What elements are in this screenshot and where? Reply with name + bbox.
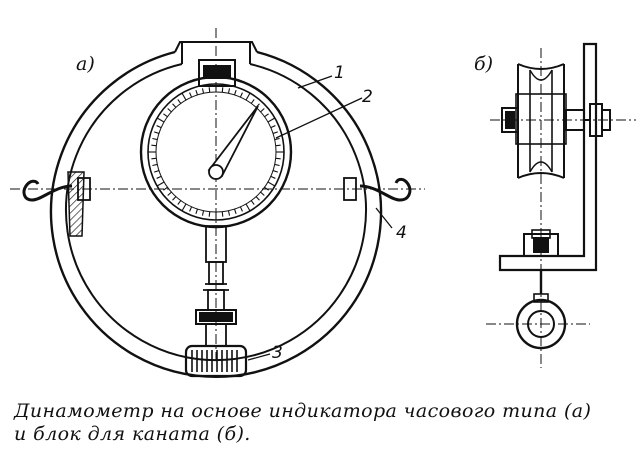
dial-tick [245, 92, 251, 101]
eye-ring [515, 293, 567, 350]
l-bracket [498, 42, 598, 272]
dial-tick [250, 99, 255, 104]
panel-b-label: б) [474, 53, 493, 75]
dial-ticks [148, 84, 284, 220]
top-mount-block [198, 59, 236, 87]
dial-tick [274, 137, 280, 141]
dial-tick [172, 196, 177, 201]
knurled-screw [184, 323, 248, 378]
dial-tick [156, 175, 162, 179]
dial-tick [189, 206, 193, 212]
dial-tick [208, 87, 211, 93]
callout-3: 3 [272, 343, 283, 363]
dial-tick [201, 210, 205, 216]
axle-bolt [501, 103, 611, 137]
dial-tick [152, 137, 158, 141]
dial-tick [270, 125, 276, 129]
dial-tick [275, 157, 281, 160]
callout-1: 1 [334, 63, 345, 83]
callout-4: 4 [396, 223, 407, 243]
dial-tick [234, 208, 237, 214]
dial-tick [275, 144, 281, 147]
indicator-stem [203, 225, 229, 311]
dial-tick [195, 208, 198, 214]
pulley-wheel [515, 63, 567, 179]
dial-tick [227, 210, 231, 216]
dial-tick [260, 108, 265, 113]
dial-tick [239, 206, 243, 212]
dial-tick [181, 203, 187, 212]
dial-tick [267, 181, 276, 187]
dial-tick [156, 125, 162, 129]
dial-tick [260, 191, 265, 196]
dial-indicator [139, 75, 293, 229]
panel-a-label: а) [76, 53, 95, 75]
dial-tick [267, 117, 276, 123]
figure-caption: Динамометр на основе индикатора часового… [14, 400, 634, 446]
dial-tick [208, 211, 211, 217]
dial-tick [151, 157, 157, 160]
knurl-lines [191, 350, 238, 372]
dial-tick [172, 103, 177, 108]
dial-tick [239, 92, 243, 98]
dial-tick [151, 144, 157, 147]
dial-tick [274, 163, 280, 167]
dynamometer-view [10, 28, 425, 379]
dial-tick [163, 113, 168, 118]
dial-tick [270, 175, 276, 179]
dial-tick [167, 108, 172, 113]
dial-tick [195, 90, 198, 96]
caption-line-2: и блок для каната (б). [14, 423, 251, 445]
dial-tick [154, 131, 160, 134]
centerlines-b [486, 48, 636, 368]
leader-lines [247, 75, 393, 361]
callout-2: 2 [362, 87, 373, 107]
dial-tick [221, 211, 224, 217]
hatched-section [67, 171, 85, 237]
dial-tick [163, 186, 168, 191]
dial-tick [272, 170, 278, 173]
technical-drawing: а) 1 2 3 4 [10, 28, 636, 379]
lower-nut [195, 309, 237, 325]
dial-tick [221, 87, 224, 93]
rope-block-view [486, 42, 636, 368]
dial-tick [177, 200, 182, 205]
dial-tick [152, 163, 158, 167]
caption-line-1: Динамометр на основе индикатора часового… [14, 400, 592, 422]
dial-tick [177, 99, 182, 104]
dial-tick [272, 131, 278, 134]
bracket-bolt [523, 229, 559, 294]
dial-tick [156, 181, 165, 187]
dial-tick [264, 186, 269, 191]
dial-tick [181, 92, 187, 101]
dial-tick [156, 117, 165, 123]
dial-tick [234, 90, 237, 96]
dial-tick [250, 200, 255, 205]
dial-tick [167, 191, 172, 196]
dial-tick [154, 170, 160, 173]
side-lugs [77, 177, 357, 201]
right-hook [359, 177, 412, 202]
left-hook [22, 179, 73, 202]
dial-tick [264, 113, 269, 118]
dial-tick [245, 203, 251, 212]
dial-tick [201, 88, 205, 94]
dial-tick [255, 196, 260, 201]
dial-tick [189, 92, 193, 98]
dial-tick [227, 88, 231, 94]
